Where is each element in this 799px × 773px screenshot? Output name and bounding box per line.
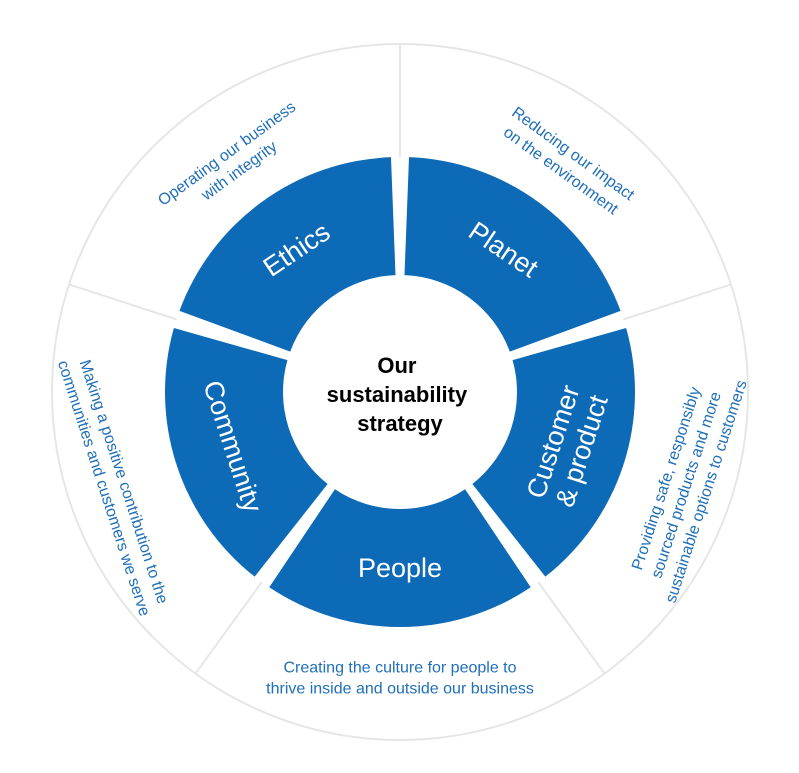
- segment-ethics: [179, 157, 396, 352]
- segment-people: [269, 489, 531, 628]
- segment-description: Making a positive contribution to thecom…: [54, 352, 173, 618]
- outer-ring-divider: [537, 581, 606, 675]
- segment-label-line: People: [358, 553, 442, 583]
- outer-ring-divider: [194, 581, 263, 675]
- segment-planet: [404, 157, 621, 352]
- segment-community: [165, 328, 328, 577]
- segment-customer: [472, 328, 635, 577]
- segment-description-line: thrive inside and outside our business: [266, 681, 534, 698]
- segment-description: Creating the culture for people to thrive…: [266, 660, 534, 698]
- center-circle: [293, 285, 507, 499]
- segment-description-line: Creating the culture for people to: [283, 660, 516, 677]
- center-title-line: strategy: [357, 411, 443, 436]
- center-title: Our sustainability strategy: [327, 353, 474, 436]
- center-title-line: sustainability: [327, 382, 468, 407]
- segment-label: People: [358, 553, 442, 583]
- segment-description: Providing safe, responsiblysourced produ…: [623, 365, 751, 605]
- outer-ring-divider: [68, 283, 177, 321]
- outer-ring: [51, 43, 749, 741]
- outer-ring-divider: [623, 283, 732, 321]
- center-title-line: Our: [377, 353, 417, 378]
